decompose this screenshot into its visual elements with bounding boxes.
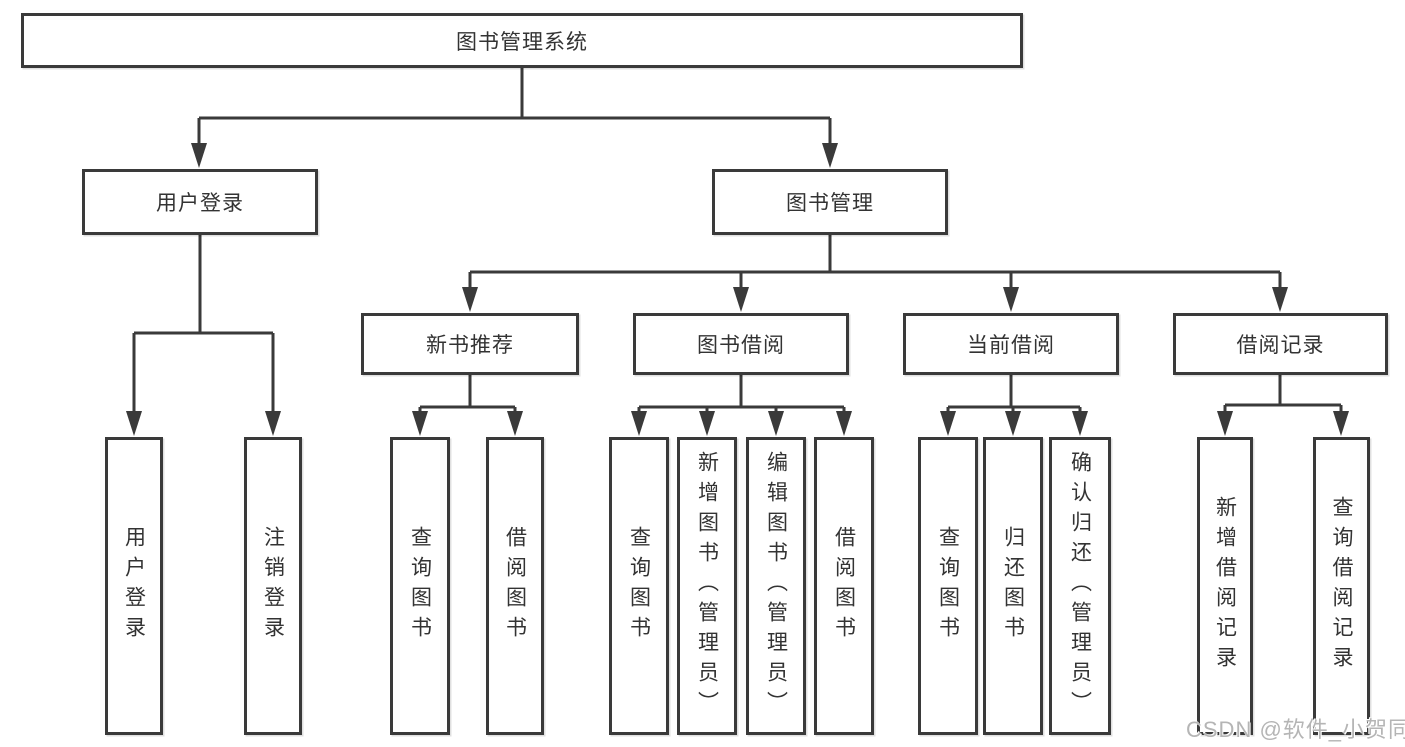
arrow-icon	[126, 411, 142, 436]
arrow-icon	[412, 411, 428, 436]
arrow-icon	[836, 411, 852, 436]
leaf-return-books: 归还图书	[983, 437, 1043, 735]
arrow-icon	[1005, 411, 1021, 436]
arrow-icon	[733, 287, 749, 312]
leaf-add-borrow-record: 新增借阅记录	[1197, 437, 1253, 735]
arrow-icon	[1217, 411, 1233, 436]
arrow-icon	[822, 143, 838, 168]
node-library-management-system: 图书管理系统	[21, 13, 1023, 68]
node-book-borrowing: 图书借阅	[633, 313, 849, 375]
leaf-query-books-current: 查询图书	[918, 437, 978, 735]
arrow-icon	[191, 143, 207, 168]
csdn-watermark: CSDN @软件_小贺同学	[1186, 717, 1405, 742]
node-borrowing-records: 借阅记录	[1173, 313, 1388, 375]
arrow-icon	[507, 411, 523, 436]
arrow-icon	[631, 411, 647, 436]
leaf-user-login: 用户登录	[105, 437, 163, 735]
arrow-icon	[940, 411, 956, 436]
arrow-icon	[462, 287, 478, 312]
leaf-borrow-books-recommend: 借阅图书	[486, 437, 544, 735]
leaf-confirm-return-admin: 确认归还（管理员）	[1049, 437, 1111, 735]
arrow-icon	[1072, 411, 1088, 436]
arrow-icon	[1003, 287, 1019, 312]
node-book-management: 图书管理	[712, 169, 948, 235]
leaf-edit-books-admin: 编辑图书（管理员）	[746, 437, 806, 735]
node-new-book-recommend: 新书推荐	[361, 313, 579, 375]
arrow-icon	[1333, 411, 1349, 436]
arrow-icon	[699, 411, 715, 436]
arrow-icon	[768, 411, 784, 436]
leaf-query-borrow-record: 查询借阅记录	[1313, 437, 1370, 735]
node-current-borrowing: 当前借阅	[903, 313, 1119, 375]
node-user-login: 用户登录	[82, 169, 318, 235]
arrow-icon	[1272, 287, 1288, 312]
leaf-add-books-admin: 新增图书（管理员）	[677, 437, 737, 735]
leaf-query-books-borrowing: 查询图书	[609, 437, 669, 735]
arrow-icon	[265, 411, 281, 436]
leaf-logout: 注销登录	[244, 437, 302, 735]
leaf-borrow-books: 借阅图书	[814, 437, 874, 735]
leaf-query-books-recommend: 查询图书	[390, 437, 450, 735]
